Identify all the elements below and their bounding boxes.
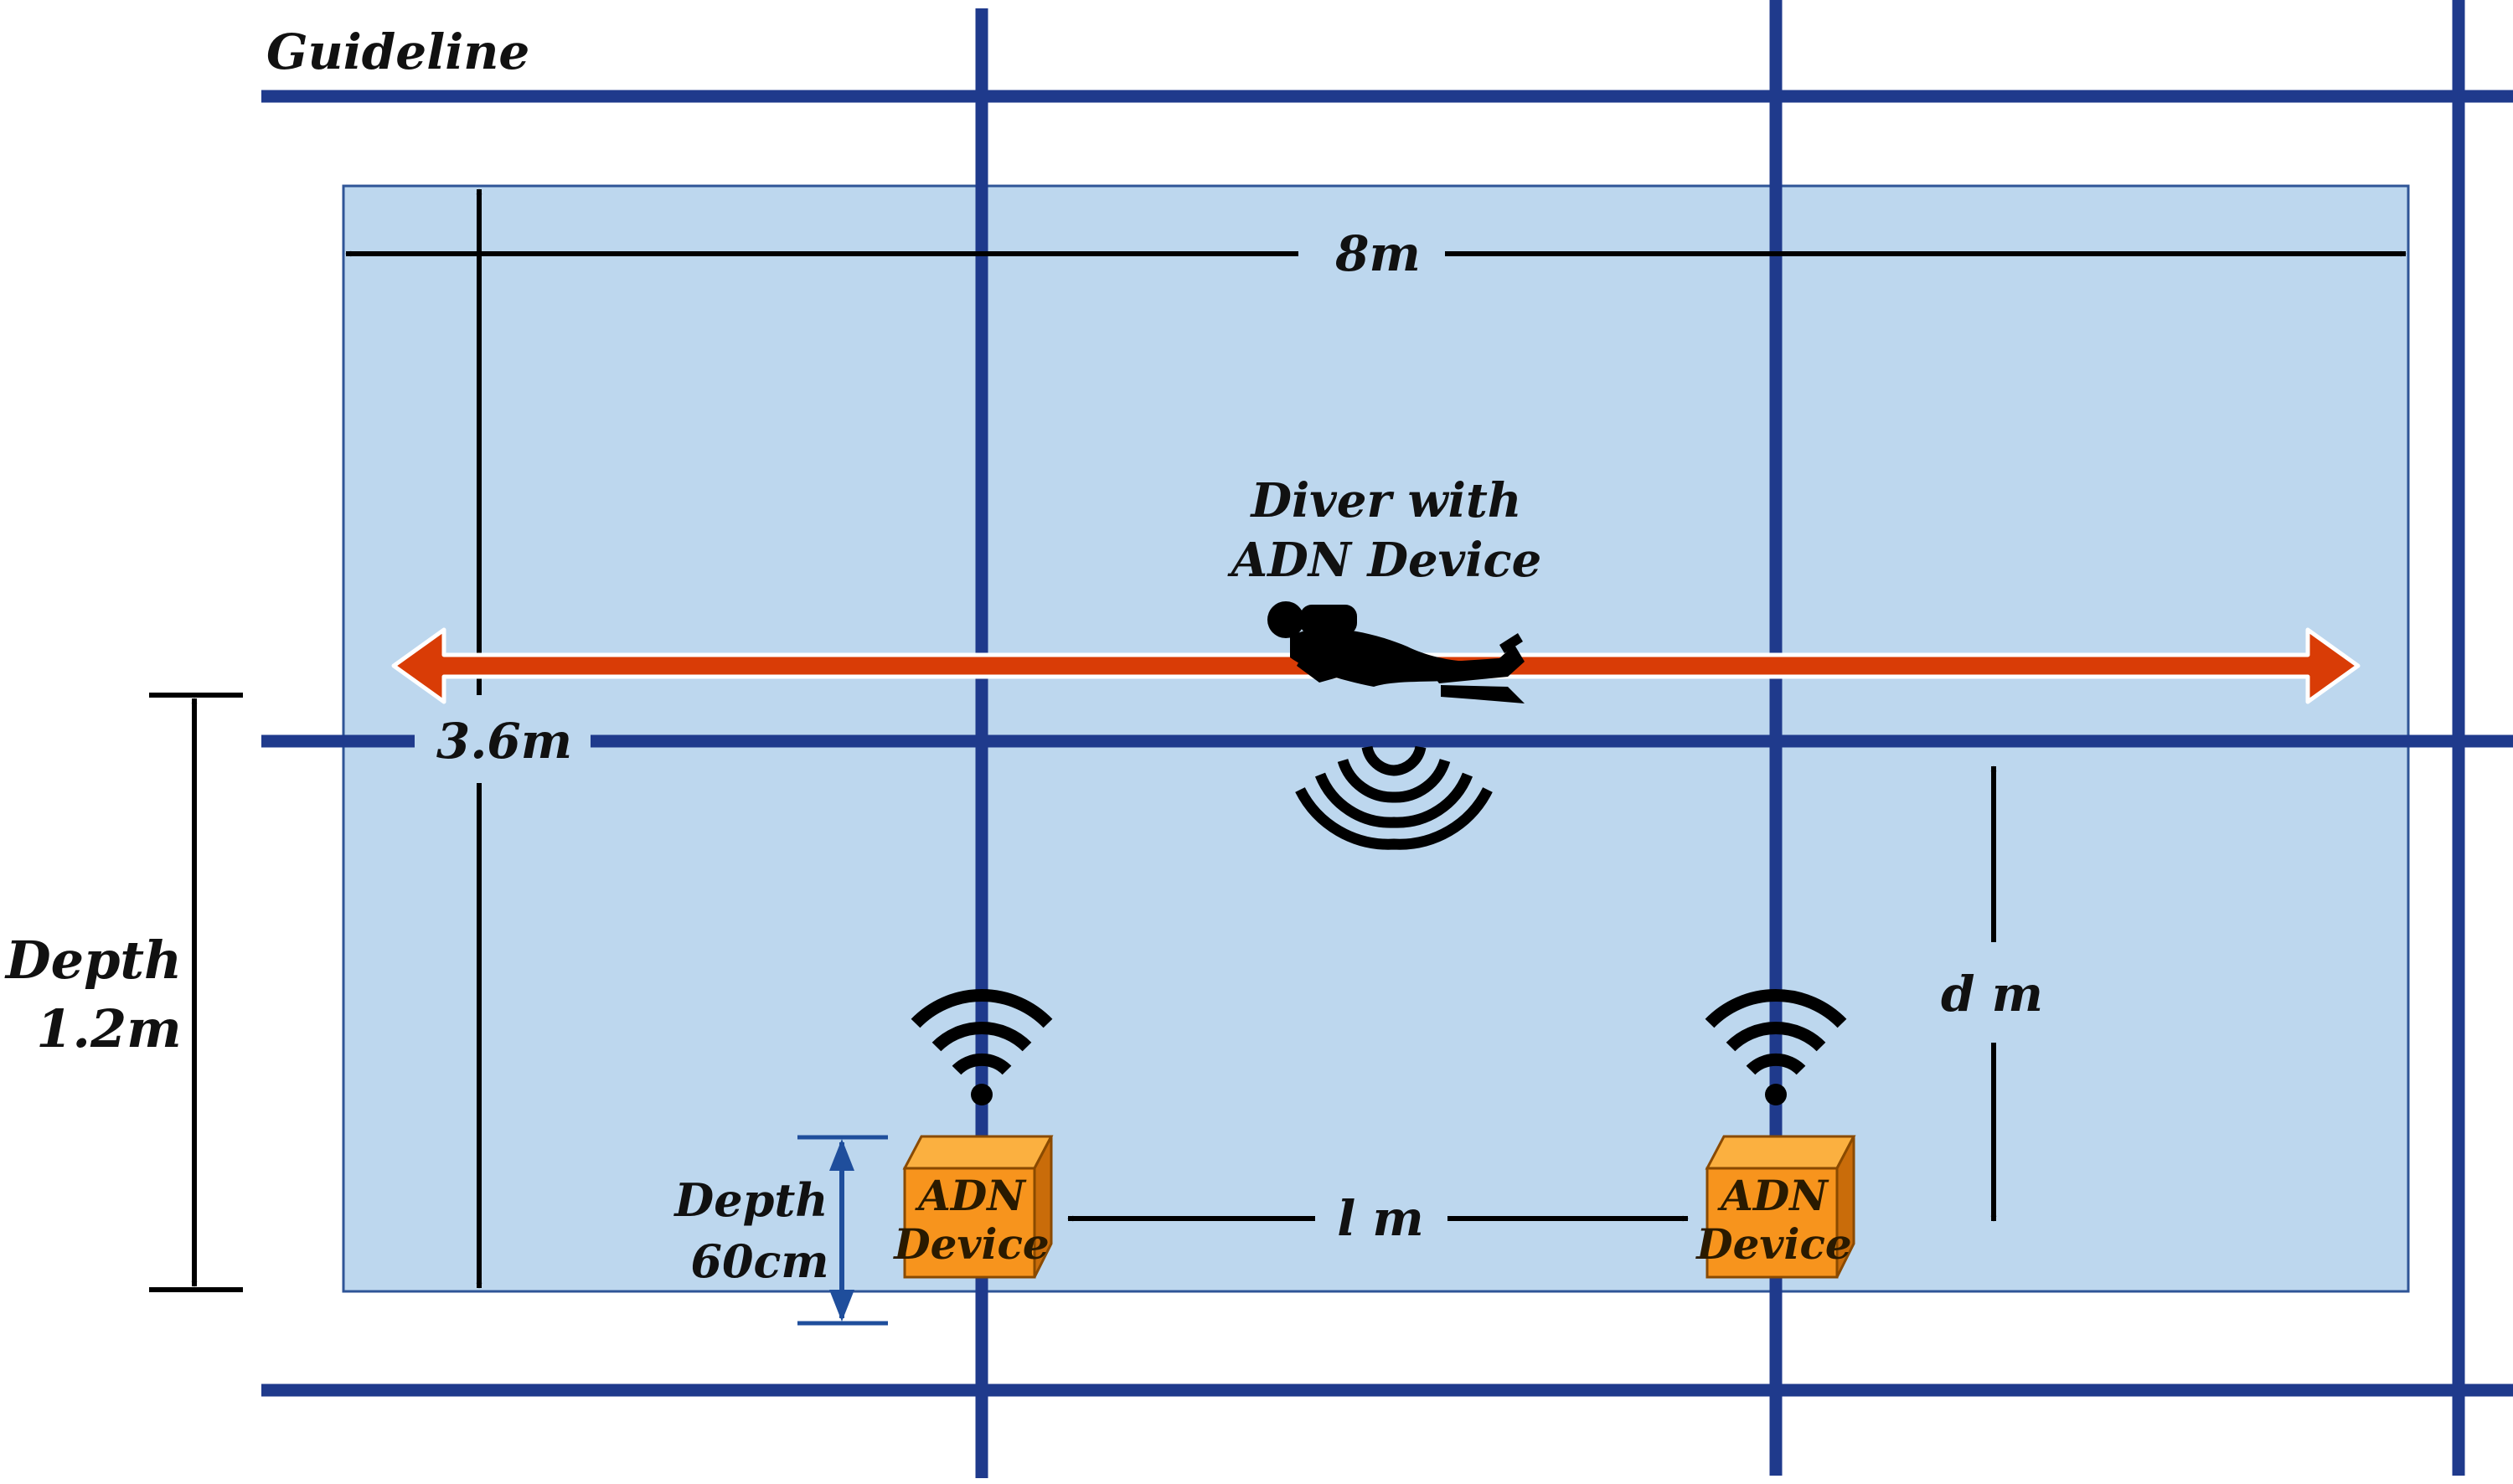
device-depth-arrowhead-down bbox=[829, 1290, 854, 1322]
device-depth-arrowhead-up bbox=[829, 1139, 854, 1171]
width-label: 8m bbox=[1334, 225, 1421, 282]
wifi-signal-icon-right bbox=[1705, 989, 1847, 1105]
width-dimension: 8m bbox=[345, 225, 2407, 282]
device-spacing-dimension: l m bbox=[1067, 1190, 1689, 1247]
pool-depth-dimension: Depth 1.2m bbox=[4, 693, 243, 1292]
guideline-label: Guideline bbox=[266, 23, 529, 80]
vertical-distance-label: d m bbox=[1941, 966, 2043, 1023]
device-depth-label-line1: Depth bbox=[673, 1173, 828, 1227]
scuba-diver-icon bbox=[1267, 601, 1525, 703]
guideline-grid bbox=[261, 0, 2513, 1478]
device-depth-label-line2: 60cm bbox=[690, 1234, 828, 1288]
diver-label-line1: Diver with bbox=[1249, 473, 1521, 528]
adn-device-left: ADN Device bbox=[892, 1135, 1054, 1279]
length-label: 3.6m bbox=[436, 713, 572, 770]
adn-device-right-label-line2: Device bbox=[1695, 1219, 1851, 1269]
pool-depth-label-background bbox=[13, 925, 180, 1059]
adn-device-left-label-line1: ADN bbox=[915, 1171, 1027, 1220]
length-dimension: 3.6m bbox=[436, 188, 572, 1289]
vertical-distance-dimension: d m bbox=[1941, 765, 2043, 1222]
length-label-background bbox=[415, 716, 591, 766]
adn-device-right: ADN Device bbox=[1695, 1135, 1856, 1279]
adn-device-right-label-line1: ADN bbox=[1717, 1171, 1829, 1220]
diver-label-line2: ADN Device bbox=[1227, 533, 1541, 588]
sonar-signal-icon bbox=[1295, 745, 1493, 850]
device-spacing-label: l m bbox=[1337, 1190, 1424, 1247]
device-depth-dimension: Depth 60cm bbox=[673, 1135, 888, 1326]
adn-device-left-label-line2: Device bbox=[892, 1219, 1049, 1269]
pool-depth-label-line1: Depth bbox=[4, 930, 182, 991]
pool-depth-label-line2: 1.2m bbox=[36, 998, 181, 1059]
wifi-signal-icon-left bbox=[911, 989, 1053, 1105]
